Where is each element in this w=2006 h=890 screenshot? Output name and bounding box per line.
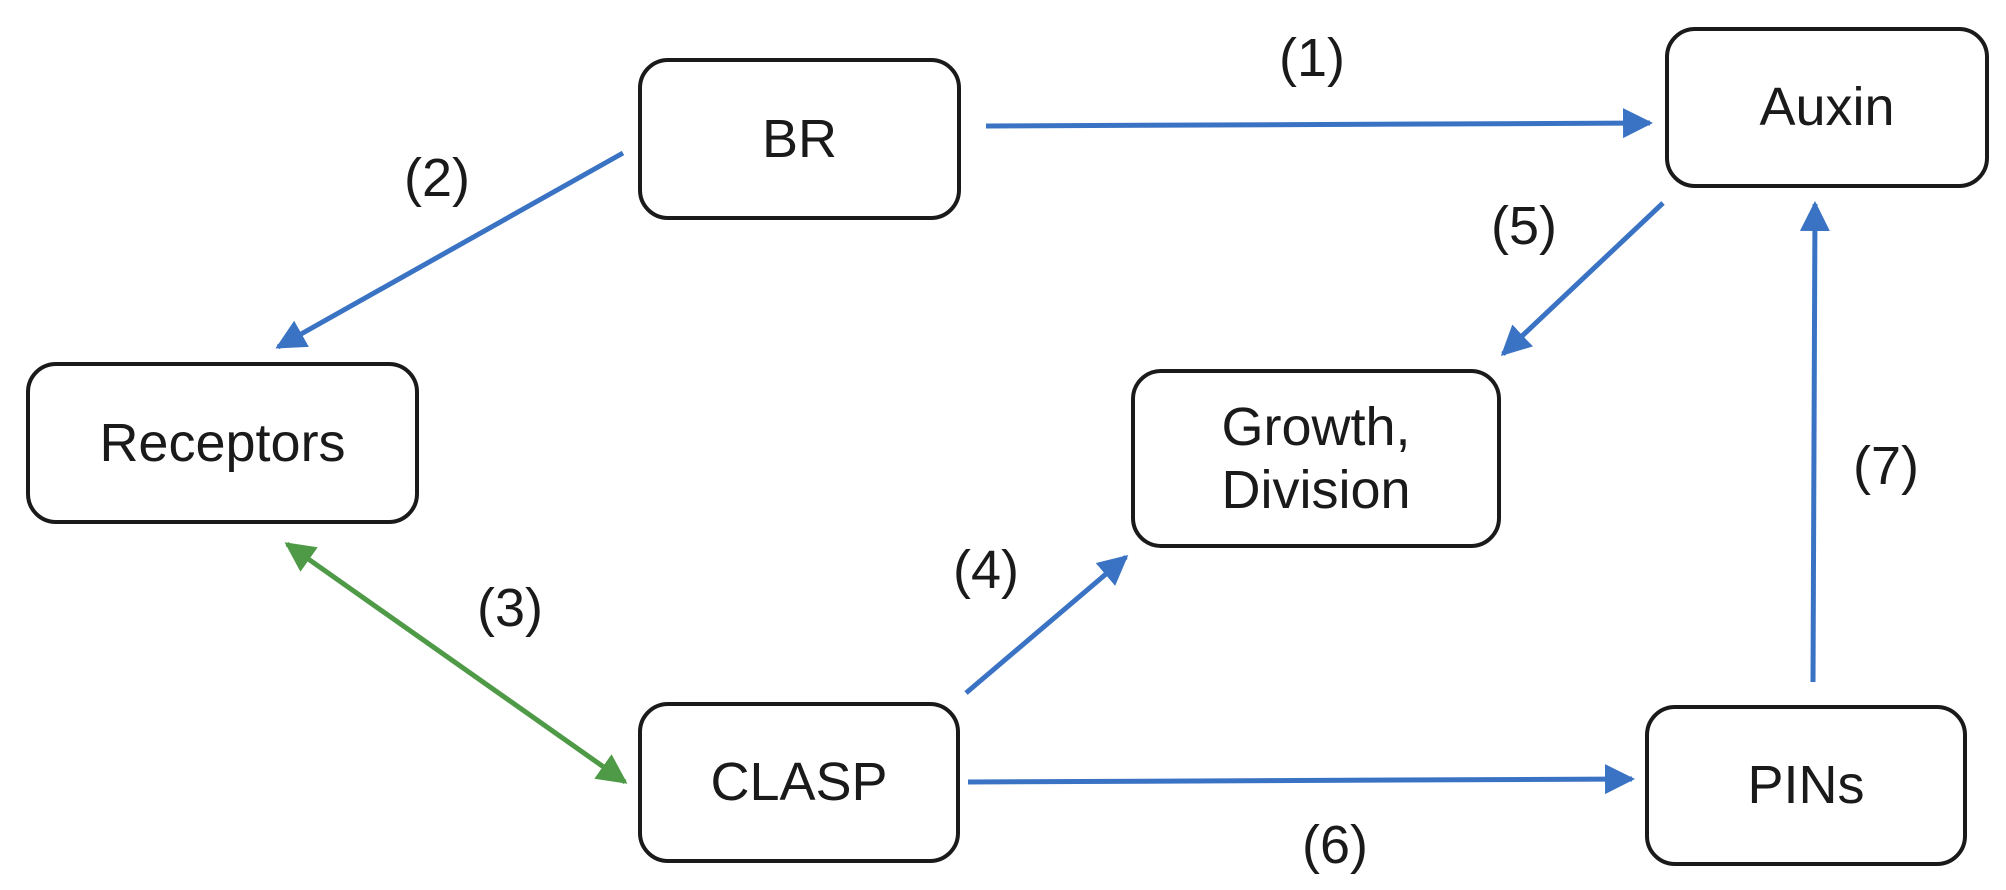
arrow-br-to-receptors xyxy=(275,150,625,350)
edge-label-5: (5) xyxy=(1491,196,1557,256)
node-auxin: Auxin xyxy=(1665,27,1989,188)
node-clasp-label: CLASP xyxy=(710,752,888,813)
node-growth-division-label: Growth, Division xyxy=(1221,396,1410,521)
node-br: BR xyxy=(638,58,961,220)
arrow-clasp-to-growth xyxy=(964,555,1129,695)
arrow-pins-to-auxin xyxy=(1799,201,1830,683)
node-pins-label: PINs xyxy=(1747,755,1865,816)
edge-label-7: (7) xyxy=(1853,436,1919,496)
node-receptors: Receptors xyxy=(26,362,419,524)
node-growth-line1: Growth, xyxy=(1221,396,1411,457)
node-clasp: CLASP xyxy=(638,702,960,863)
edge-label-6: (6) xyxy=(1302,815,1368,875)
node-receptors-label: Receptors xyxy=(99,412,346,473)
arrow-br-to-auxin xyxy=(985,108,1653,139)
edge-label-3: (3) xyxy=(477,578,543,638)
edge-label-2: (2) xyxy=(404,148,470,208)
edge-label-4: (4) xyxy=(953,540,1019,600)
arrow-clasp-to-pins xyxy=(967,764,1635,795)
edge-label-1: (1) xyxy=(1279,28,1345,88)
node-growth-line2: Division xyxy=(1221,459,1411,520)
arrow-auxin-to-growth xyxy=(1500,201,1665,357)
arrow-receptors-clasp xyxy=(284,541,628,785)
node-auxin-label: Auxin xyxy=(1759,77,1895,138)
node-br-label: BR xyxy=(761,108,837,169)
node-growth-division: Growth, Division xyxy=(1131,369,1501,548)
node-pins: PINs xyxy=(1645,705,1967,866)
